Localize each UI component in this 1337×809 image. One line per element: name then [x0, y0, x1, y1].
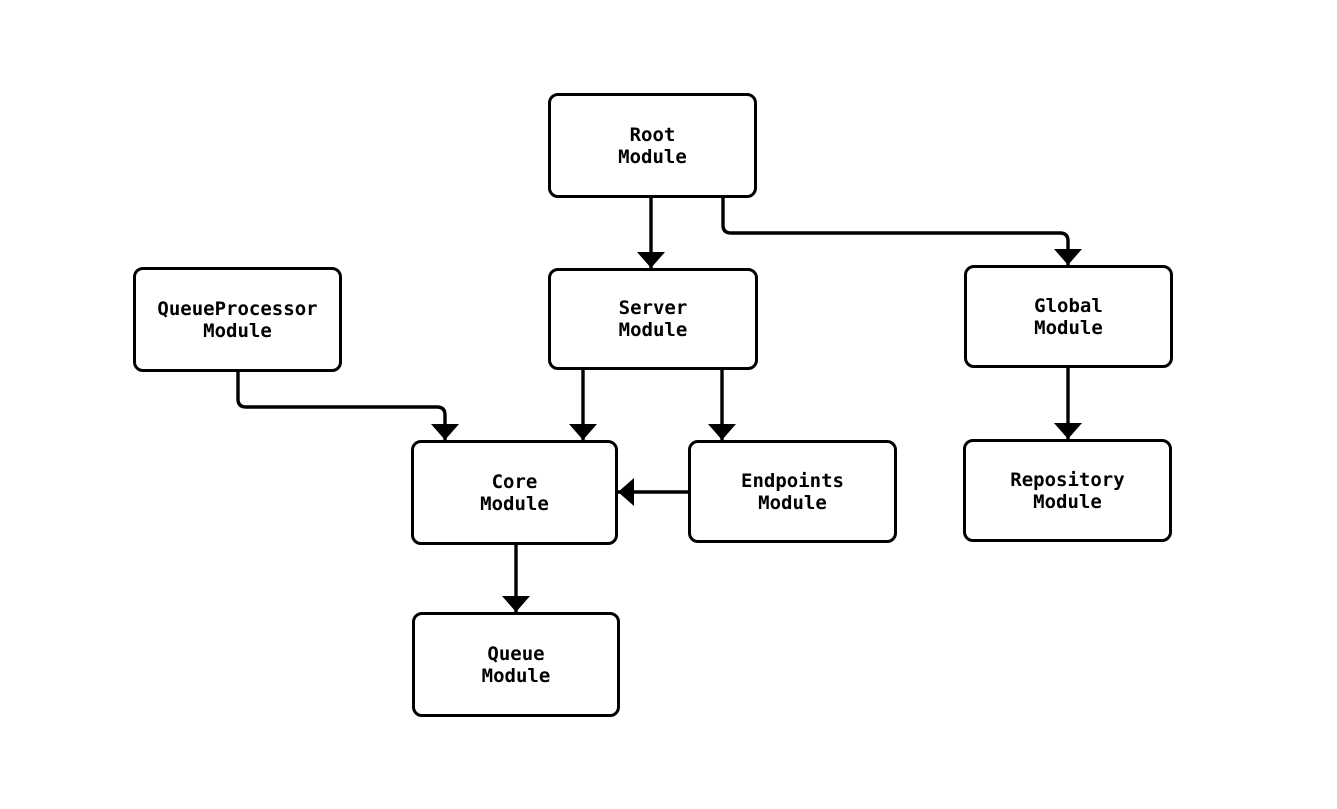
edge-root-to-global: [721, 198, 1082, 265]
node-global-module-label: Global Module: [1034, 294, 1103, 339]
node-queueprocessor-module: QueueProcessor Module: [133, 267, 342, 372]
node-queueprocessor-module-label: QueueProcessor Module: [157, 297, 318, 342]
node-core-module: Core Module: [411, 440, 618, 545]
edge-queueprocessor-to-core: [236, 372, 459, 440]
node-root-module: Root Module: [548, 93, 757, 198]
node-server-module: Server Module: [548, 268, 758, 370]
node-queue-module-label: Queue Module: [481, 642, 551, 687]
node-server-module-label: Server Module: [618, 297, 688, 341]
node-root-module-label: Root Module: [618, 123, 687, 168]
node-repository-module: Repository Module: [963, 439, 1172, 542]
node-global-module: Global Module: [964, 265, 1173, 368]
node-queue-module: Queue Module: [412, 612, 620, 717]
node-endpoints-module-label: Endpoints Module: [741, 469, 844, 514]
node-repository-module-label: Repository Module: [1010, 468, 1125, 513]
node-endpoints-module: Endpoints Module: [688, 440, 897, 543]
node-core-module-label: Core Module: [480, 470, 549, 515]
